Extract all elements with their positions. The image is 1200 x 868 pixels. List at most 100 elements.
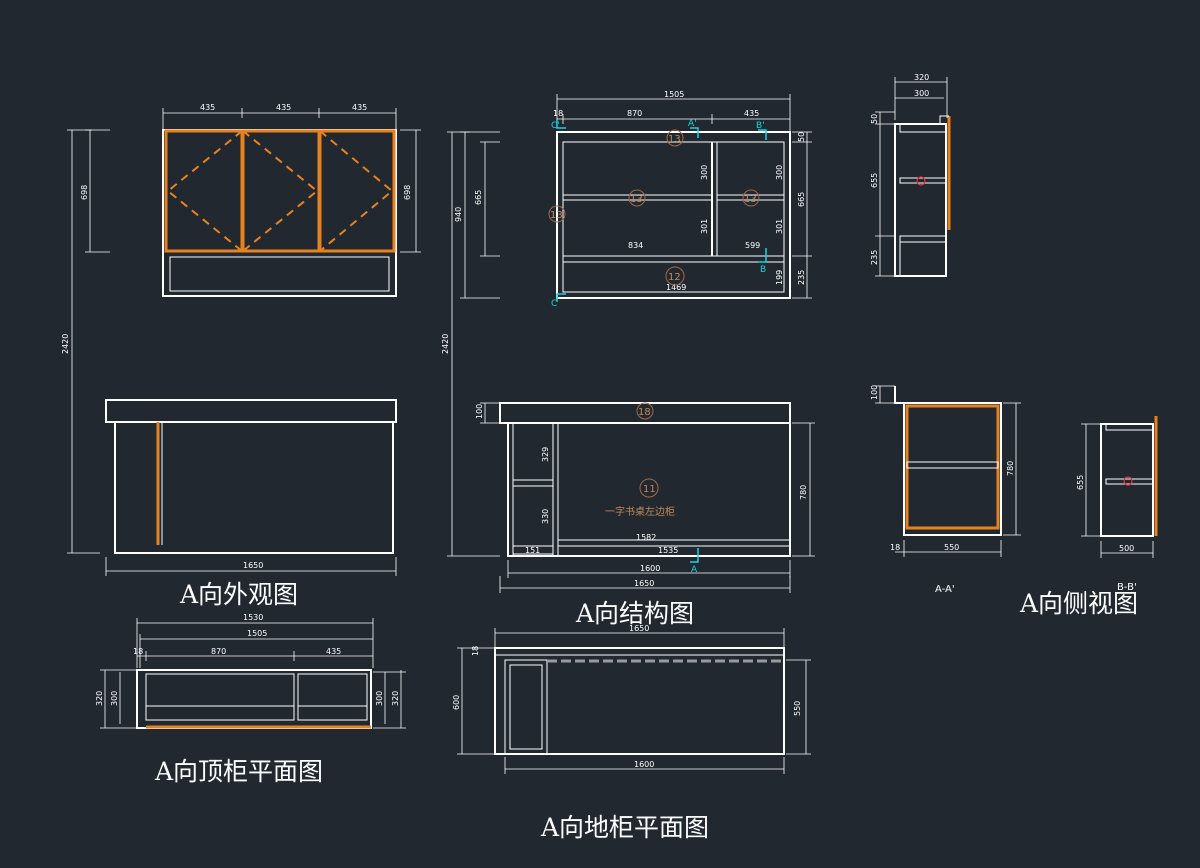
door-left [164,129,244,253]
dim-st-435: 435 [744,109,759,118]
dim-sd-18: 18 [890,543,900,552]
structure-shelf-right [716,194,785,201]
title-lower-plan: A向地柜平面图 [540,813,709,842]
front-exterior-view: 435 435 435 698 2420 698 [61,103,421,609]
dim-up-18: 18 [133,647,143,656]
title-upper-plan: A向顶柜平面图 [154,757,323,786]
dim-ext-435c: 435 [352,103,367,112]
tag-13-side: 13 [550,210,563,221]
dim-ext-435b: 435 [276,103,291,112]
dim-st-870: 870 [627,109,642,118]
door-middle [241,129,321,253]
dim-up-1505: 1505 [247,629,267,638]
dim-st-599: 599 [745,241,760,250]
section-label-bb: B-B' [1117,582,1137,593]
dim-st-199: 199 [775,270,784,285]
dim-st-18: 18 [553,109,563,118]
side-aa-edge [905,404,1000,530]
dim-sd-235: 235 [870,250,879,265]
dim-st-780: 780 [799,485,808,500]
structure-upper-carcass [556,131,791,299]
dim-sd-320: 320 [914,73,929,82]
section-mark-a-top-text: A' [688,119,697,129]
dim-lo-18: 18 [471,646,480,656]
dim-up-435: 435 [326,647,341,656]
dim-up-300-right: 300 [375,691,384,706]
dim-sd-655: 655 [870,173,879,188]
dim-ext-698-right: 698 [403,185,412,200]
dim-sd-100: 100 [870,385,879,400]
section-mark-b-top-text: B' [756,121,765,131]
door-left-swing-mark [166,130,243,252]
dim-st-1650: 1650 [634,579,654,588]
dim-st-151: 151 [525,546,540,555]
dim-st-235: 235 [797,270,806,285]
dim-st-2420: 2420 [441,334,450,354]
tag-13-right: 13 [744,194,757,205]
dim-ext-1650: 1650 [243,561,263,570]
side-upper-carcass [894,123,947,277]
dim-lo-1600: 1600 [634,760,654,769]
title-front-exterior: A向外观图 [179,580,298,609]
dim-st-50: 50 [797,132,806,142]
dim-st-1600: 1600 [640,564,660,573]
section-mark-c-bottom-text: C [551,299,557,309]
door-middle-swing-mark [242,130,319,252]
structure-desk-body [507,422,791,557]
cabinet-label: 一字书桌左边柜 [605,505,675,518]
side-view: 320 300 50 655 235 100 780 18 [870,73,1158,618]
side-bb-carcass [1100,423,1154,537]
dim-st-940: 940 [454,207,463,222]
section-mark-c-top [556,120,566,129]
section-mark-b-bottom [758,248,767,263]
dim-up-870: 870 [211,647,226,656]
dim-st-665-left: 665 [474,190,483,205]
dim-ext-2420: 2420 [61,334,70,354]
tag-12: 12 [668,272,681,283]
dim-st-301b: 301 [775,219,784,234]
section-mark-a-bottom-text: A [691,565,698,575]
side-aa-carcass [903,402,1002,536]
upper-plan-outline [136,669,372,729]
dim-st-1535: 1535 [658,546,678,555]
section-label-aa: A-A' [935,584,955,595]
desk-top [105,399,397,423]
dim-up-320-left: 320 [95,691,104,706]
section-mark-c-bottom [556,293,566,302]
tag-13-top: 13 [668,134,681,145]
upper-cabinet-plan: 1530 1505 18 870 435 320 300 300 320 A向顶… [95,613,406,786]
dim-sd-50: 50 [870,114,879,124]
dim-ext-698-left: 698 [80,185,89,200]
dim-st-665-right: 665 [797,192,806,207]
section-mark-a-top [690,127,699,138]
front-structure-view: 1505 18 870 435 940 665 2420 300 300 301 [441,90,815,628]
dim-up-1530: 1530 [243,613,263,622]
dim-st-300b: 300 [775,165,784,180]
side-upper-hardware-mark [916,176,926,186]
dim-sd-550: 550 [944,543,959,552]
upper-cabinet-outline [162,129,397,297]
dim-st-1582: 1582 [636,533,656,542]
dim-st-100: 100 [475,404,484,419]
dim-st-330: 330 [541,509,550,524]
dim-lo-600: 600 [452,695,461,710]
dim-st-1469: 1469 [666,283,686,292]
dim-lo-1650: 1650 [629,624,649,633]
dim-lo-550: 550 [793,701,802,716]
lower-plan-side-unit [504,659,548,755]
tag-13-left: 13 [630,194,643,205]
section-mark-b-top [758,129,767,140]
door-right-swing-mark [319,130,394,252]
dim-ext-435a: 435 [200,103,215,112]
dim-sd-655b: 655 [1076,475,1085,490]
section-mark-c-top-text: C' [551,121,560,131]
side-bb-hardware-mark [1123,476,1133,486]
dim-up-300-left: 300 [110,691,119,706]
lower-cabinet-plan: 1650 18 600 550 1600 A向地柜平面图 [452,624,811,842]
dim-st-301a: 301 [700,219,709,234]
dim-up-320-right: 320 [391,691,400,706]
section-mark-b-bottom-text: B [760,265,766,275]
desk-body [114,421,394,554]
title-side-view: A向侧视图 [1019,589,1138,618]
